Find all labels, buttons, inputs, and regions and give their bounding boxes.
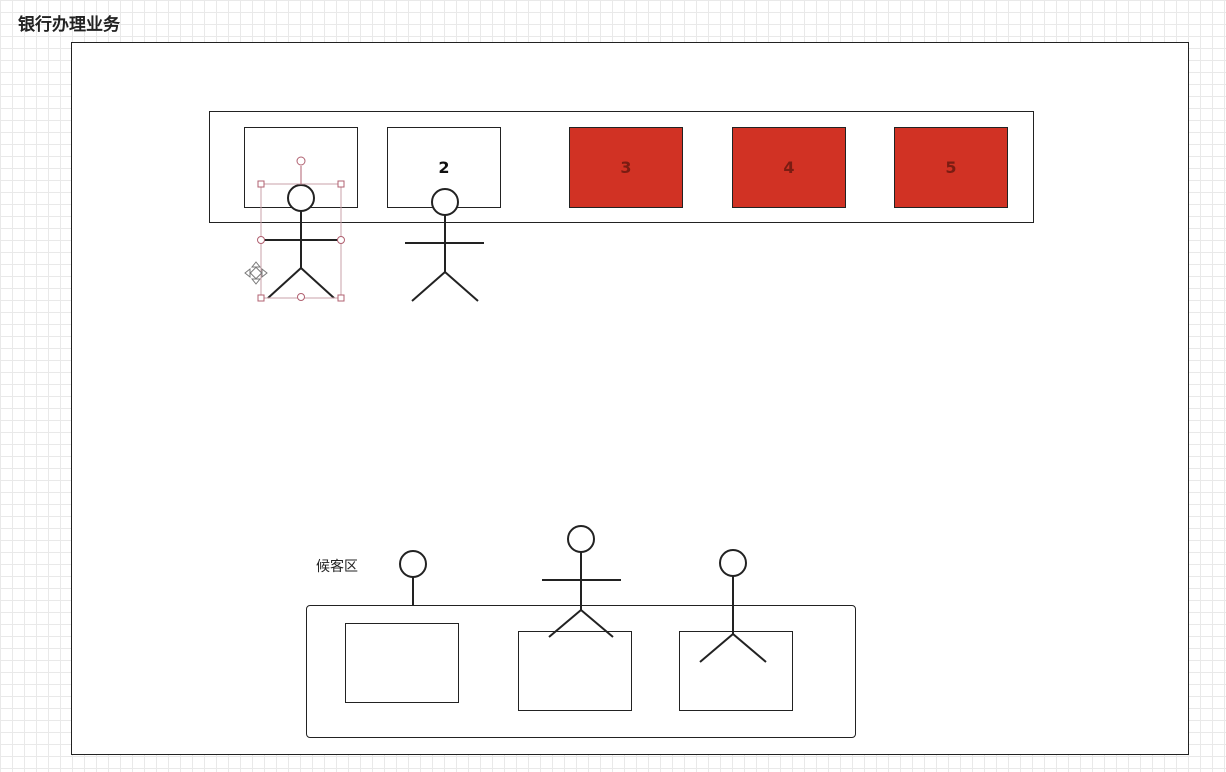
service-counter — [209, 111, 1034, 223]
page-title: 银行办理业务 — [18, 15, 120, 35]
move-cross-icon[interactable] — [244, 261, 268, 285]
resize-handle-nw[interactable] — [257, 180, 265, 188]
resize-handle-se[interactable] — [337, 294, 345, 302]
customer-figure-window-2[interactable] — [405, 188, 484, 302]
resize-handle-ne[interactable] — [337, 180, 345, 188]
resize-handle-sw[interactable] — [257, 294, 265, 302]
waiting-customer-1[interactable] — [399, 550, 427, 606]
waiting-area-label: 候客区 — [316, 559, 358, 575]
resize-handle-s[interactable] — [297, 293, 305, 301]
service-window-4[interactable]: 4 — [732, 127, 846, 208]
resize-handle-w[interactable] — [257, 236, 265, 244]
customer-figure-selected[interactable] — [262, 184, 341, 299]
selection-box[interactable] — [257, 156, 345, 302]
waiting-seat-3 — [679, 631, 793, 711]
rotate-handle[interactable] — [296, 156, 306, 166]
waiting-seat-1 — [345, 623, 459, 703]
service-window-5[interactable]: 5 — [894, 127, 1008, 208]
service-window-3[interactable]: 3 — [569, 127, 683, 208]
waiting-customer-2[interactable] — [542, 525, 621, 638]
waiting-customer-3[interactable] — [699, 549, 767, 663]
resize-handle-e[interactable] — [337, 236, 345, 244]
waiting-seat-2 — [518, 631, 632, 711]
